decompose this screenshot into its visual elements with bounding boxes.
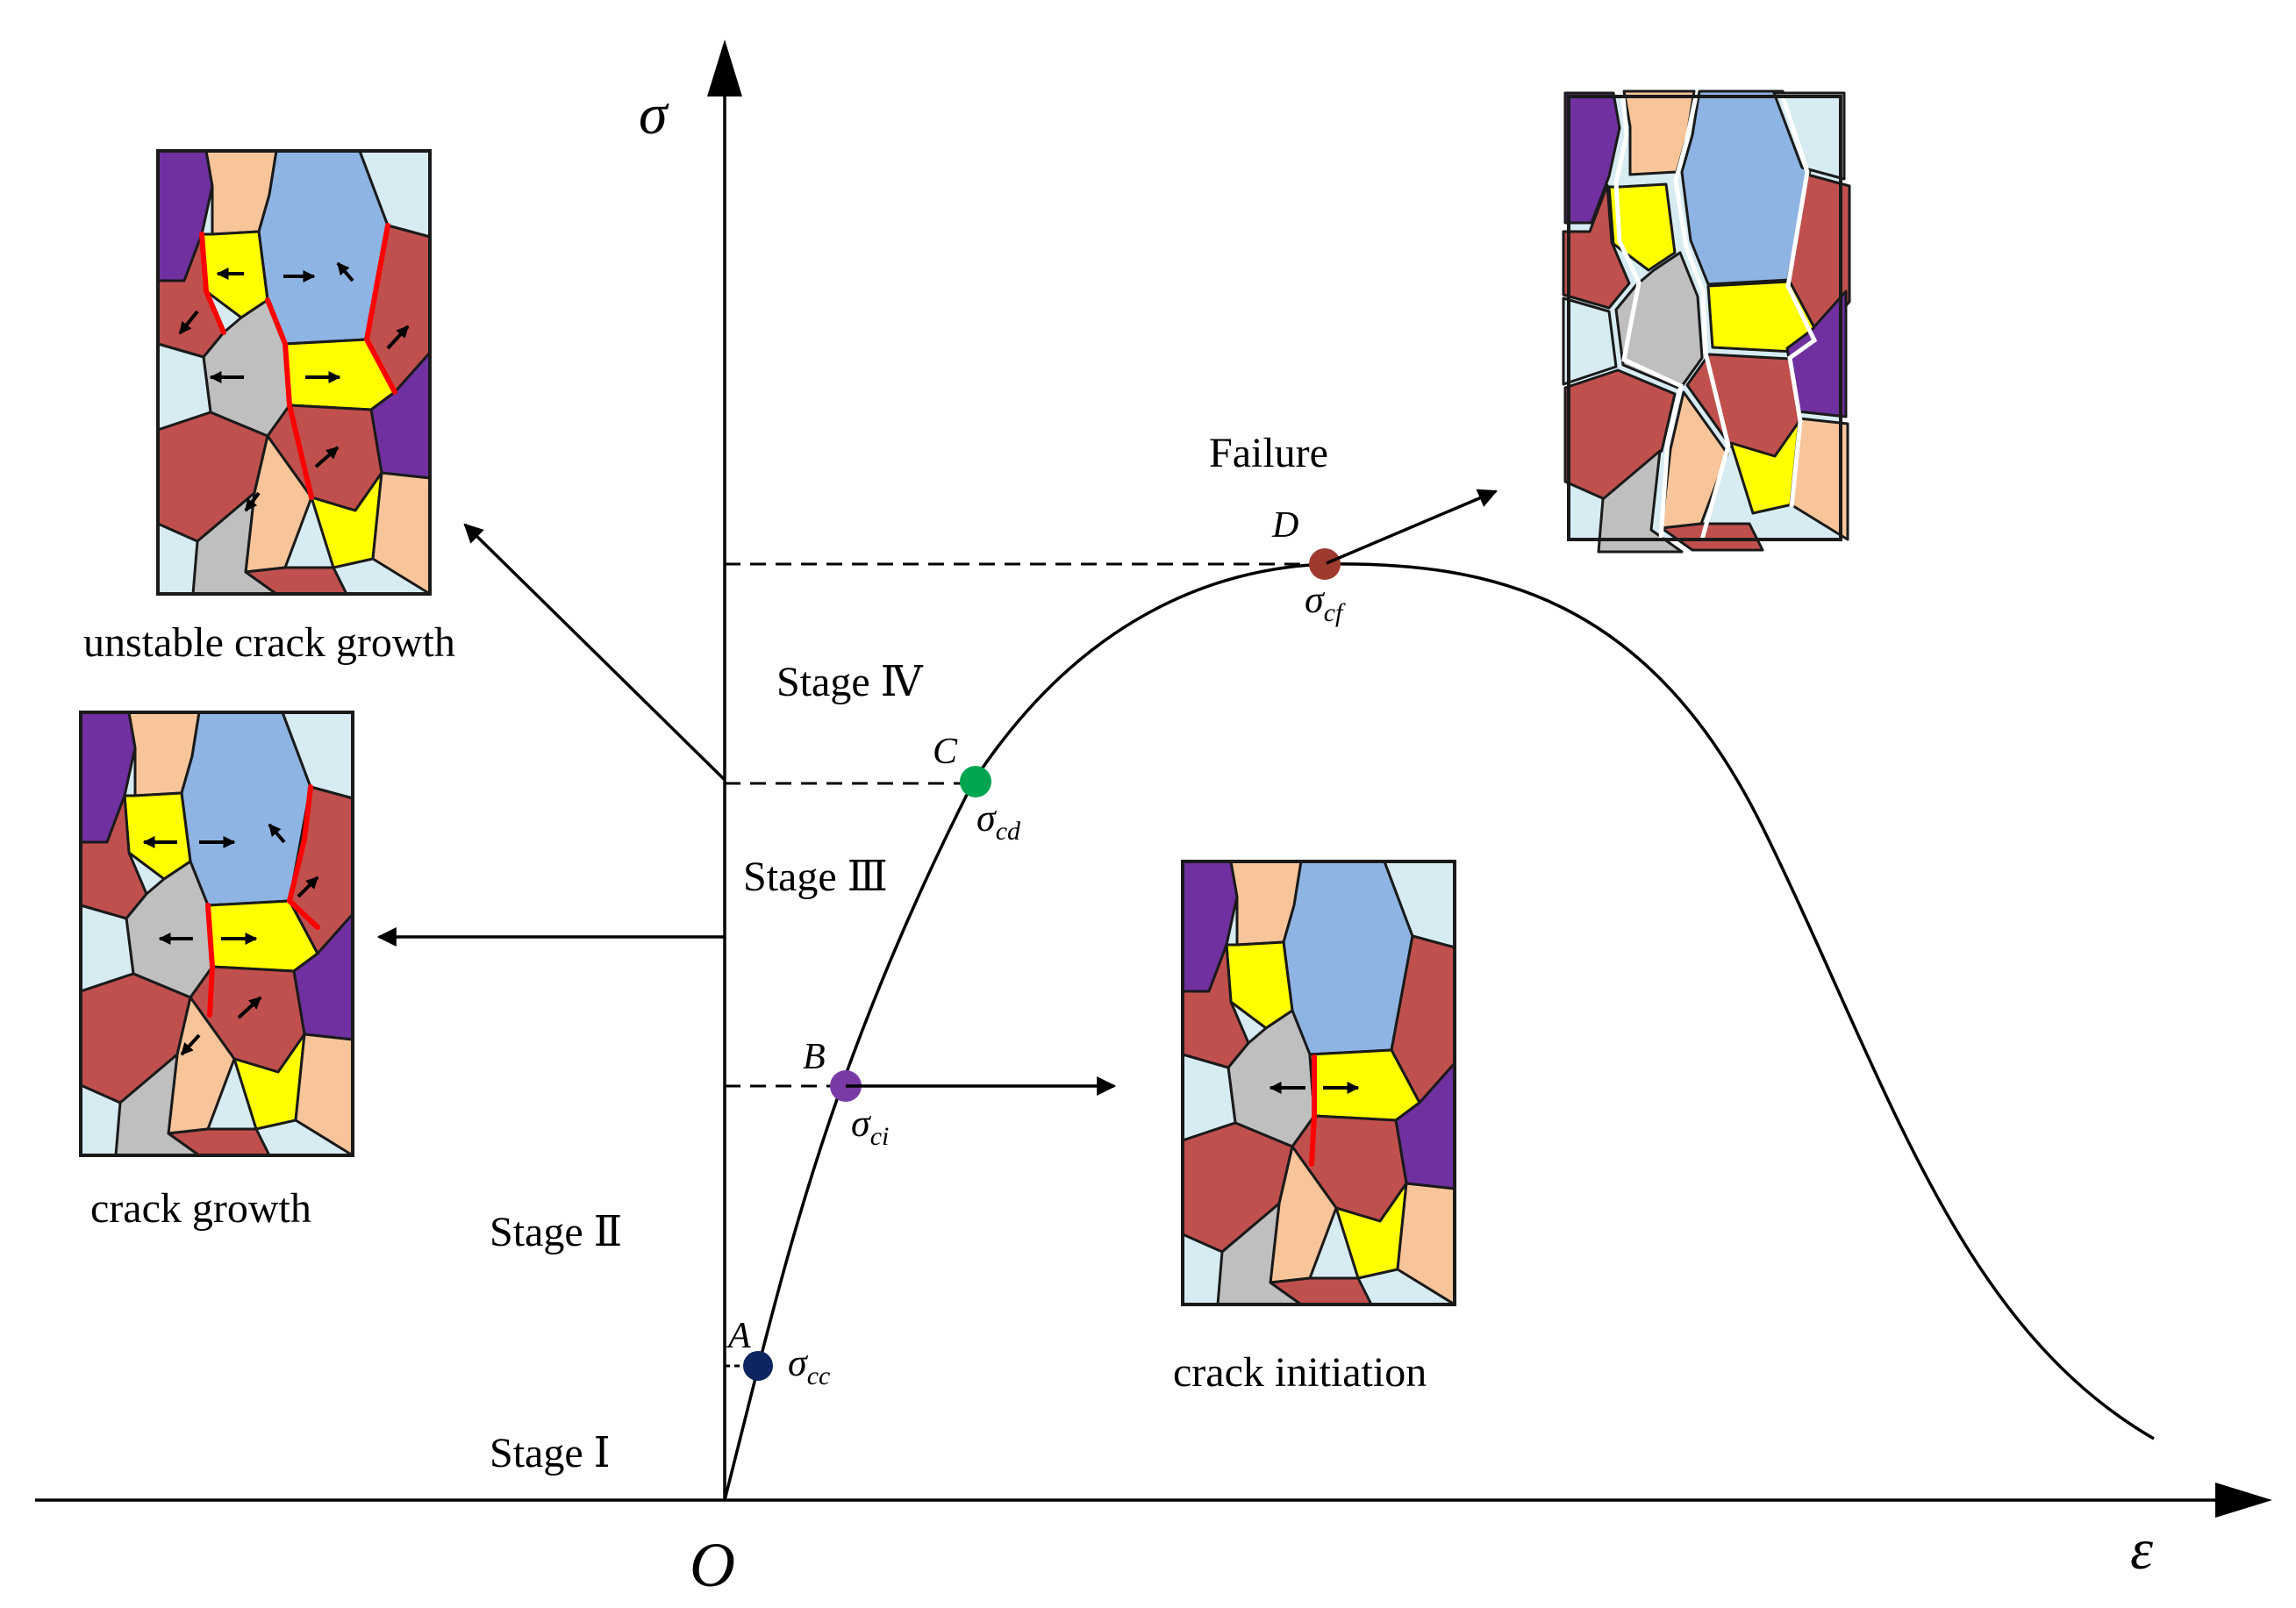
caption-initiation: crack initiation [1173, 1349, 1427, 1396]
point-d: D σcf [1271, 505, 1346, 627]
x-axis-arrow-icon [2215, 1483, 2272, 1518]
caption-growth: crack growth [90, 1185, 311, 1232]
y-axis-symbol: σ [639, 82, 669, 147]
crack-lines [199, 223, 397, 500]
stage-label-1: Stage Ⅰ [490, 1430, 611, 1476]
point-d-marker [1309, 548, 1341, 580]
point-c: C σcd [933, 732, 1021, 846]
fracture-gaps [1613, 96, 1818, 540]
opening-arrows [142, 823, 319, 1056]
x-axis-symbol: ε [2130, 1518, 2153, 1582]
arrow-to-failure-icon [1326, 489, 1498, 565]
panel-unstable-crack-growth [156, 149, 432, 596]
crack-lines [1309, 1054, 1317, 1167]
stage-label-2: Stage Ⅱ [490, 1209, 622, 1255]
point-d-letter: D [1271, 505, 1298, 546]
threshold-lines [725, 562, 1325, 1368]
axes: σ ε O [35, 39, 2272, 1600]
point-b: B σci [803, 1037, 889, 1151]
point-d-sigma: σcf [1305, 578, 1346, 627]
panel-crack-initiation [1181, 860, 1456, 1306]
point-a: A σcc [726, 1316, 830, 1390]
panel-failure [1562, 89, 1851, 554]
point-c-sigma: σcd [976, 797, 1021, 846]
stress-strain-curve [723, 562, 2155, 1501]
crack-lines [205, 784, 320, 1018]
connector-arrows [376, 489, 1498, 1096]
stage-label-3: Stage Ⅲ [743, 854, 888, 900]
opening-arrows [178, 261, 410, 512]
caption-unstable: unstable crack growth [83, 619, 455, 666]
panel-crack-growth [79, 711, 354, 1157]
y-axis-arrow-icon [707, 39, 742, 96]
point-b-letter: B [803, 1037, 826, 1077]
arrow-to-unstable-icon [463, 523, 726, 782]
point-c-marker [960, 766, 991, 797]
point-a-marker [743, 1351, 773, 1381]
point-a-letter: A [726, 1316, 751, 1356]
point-b-sigma: σci [851, 1102, 889, 1151]
stage-label-4: Stage Ⅳ [776, 659, 924, 705]
point-a-sigma: σcc [788, 1341, 830, 1390]
origin-label: O [690, 1530, 735, 1600]
caption-failure: Failure [1209, 430, 1328, 476]
point-c-letter: C [933, 732, 958, 772]
